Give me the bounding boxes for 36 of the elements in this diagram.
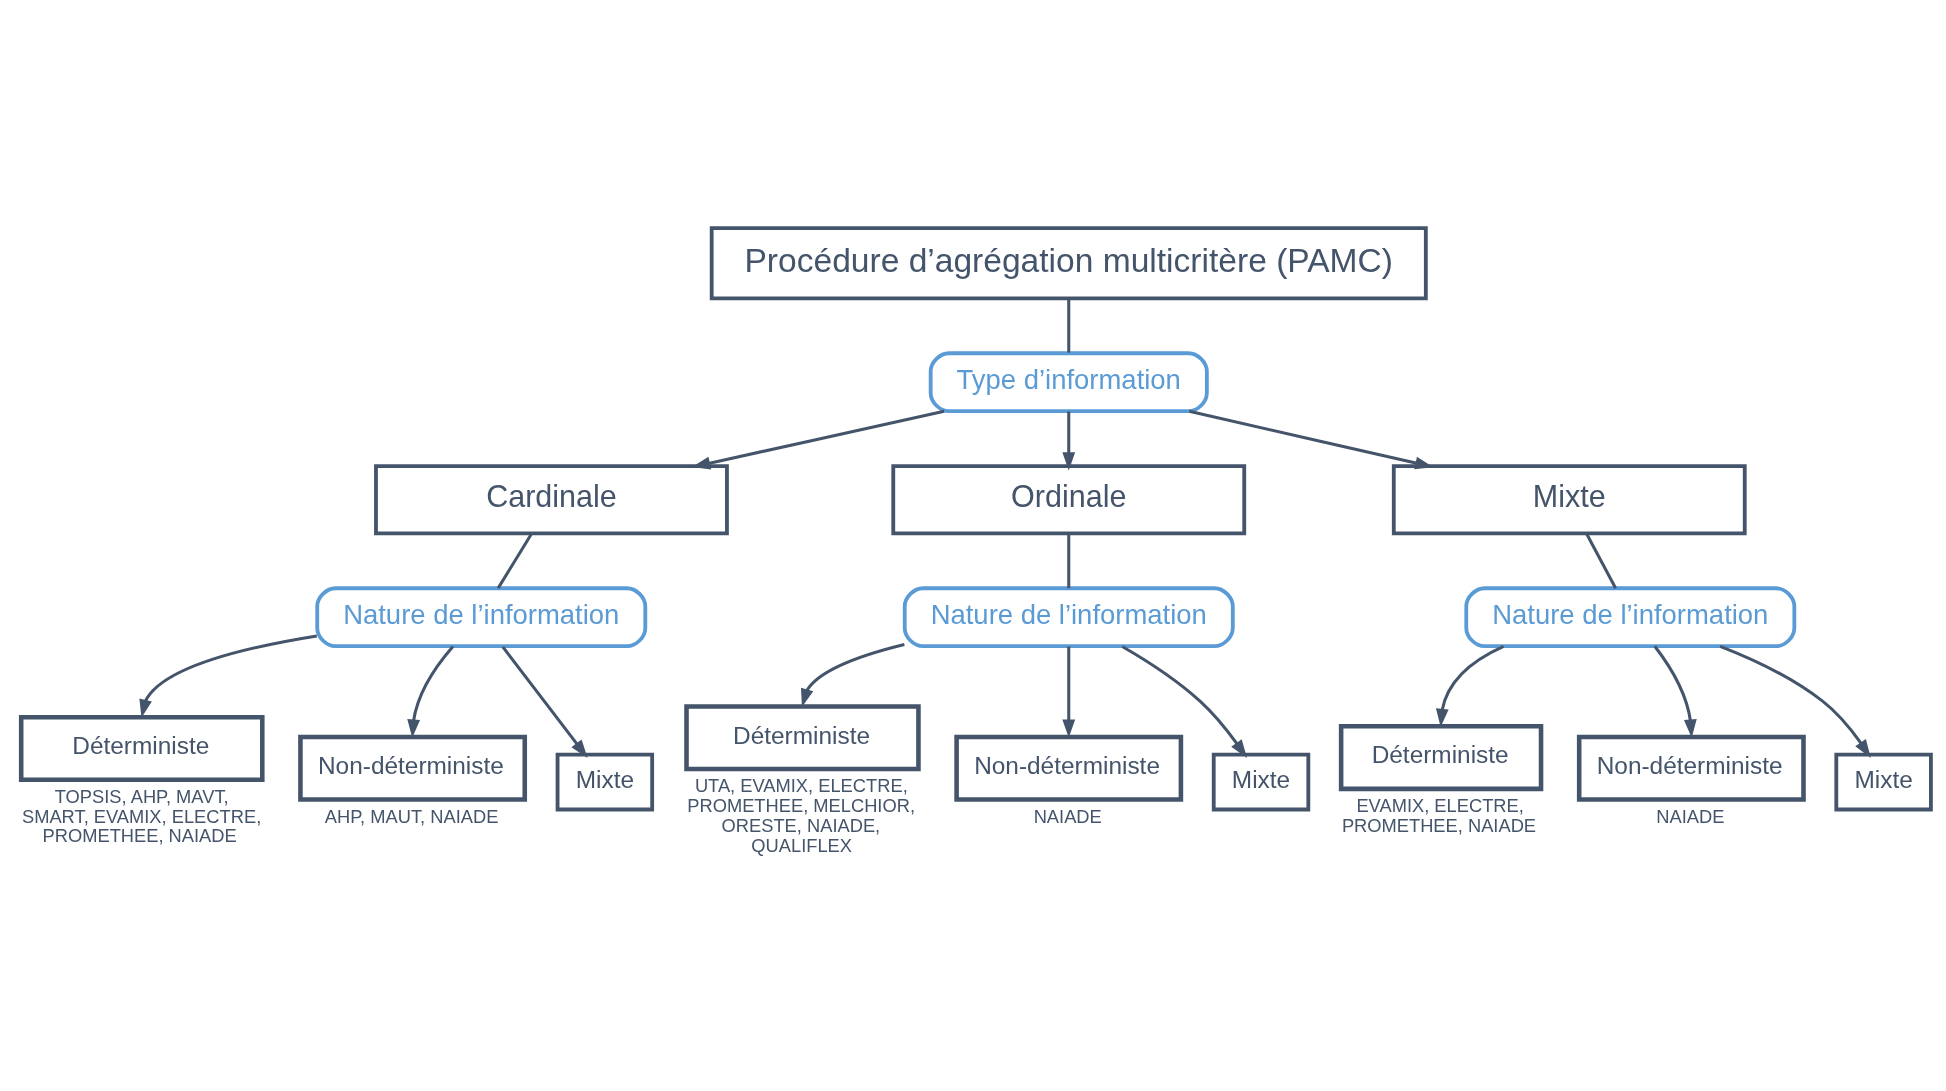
node-box: Mixte: [555, 752, 655, 812]
arrow: [139, 634, 318, 718]
node-label: EVAMIX, ELECTRE, PROMETHEE, NAIADE: [1341, 794, 1537, 836]
node-label: NAIADE: [1033, 805, 1102, 827]
node-box: Déterministe: [684, 704, 921, 772]
node-label: AHP, MAUT, NAIADE: [324, 805, 499, 827]
node-box: Mixte: [1211, 752, 1311, 812]
node-box: Nature de l’information: [315, 586, 648, 649]
connector: [1067, 533, 1071, 589]
arrow: [800, 643, 905, 708]
node-label: NAIADE: [1656, 805, 1725, 827]
node-box: Type d’information: [928, 351, 1209, 414]
node-box: Mixte: [1834, 752, 1933, 812]
node-box: Ordinale: [891, 464, 1247, 536]
connector: [496, 532, 533, 589]
arrow: [1719, 644, 1871, 758]
node-box: Déterministe: [1338, 724, 1544, 792]
node-box: Non-déterministe: [298, 734, 528, 802]
arrow: [1653, 645, 1697, 738]
arrow: [501, 646, 588, 758]
node-box: Procédure d’agrégation multicritère (PAMC): [709, 226, 1428, 301]
node-box: Mixte: [1391, 464, 1747, 536]
node-box: Nature de l’information: [902, 586, 1235, 649]
node-box: Nature de l’information: [1464, 586, 1797, 649]
node-box: Cardinale: [374, 464, 729, 536]
node-box: Non-déterministe: [954, 734, 1184, 802]
arrow: [1121, 645, 1248, 759]
node-box: Déterministe: [18, 714, 265, 782]
connector: [1067, 298, 1071, 353]
node-box: Non-déterministe: [1576, 734, 1806, 802]
arrow: [407, 645, 455, 738]
node-label: UTA, EVAMIX, ELECTRE, PROMETHEE, MELCHIOR, ORESTE, NAIADE, QUALIFLEX: [687, 775, 915, 856]
node-label: TOPSIS, AHP, MAVT, SMART, EVAMIX, ELECTRE, PROMETHEE, NAIADE: [21, 785, 262, 847]
arrow: [1062, 646, 1076, 738]
connector: [1585, 533, 1617, 589]
arrow: [1062, 411, 1076, 471]
